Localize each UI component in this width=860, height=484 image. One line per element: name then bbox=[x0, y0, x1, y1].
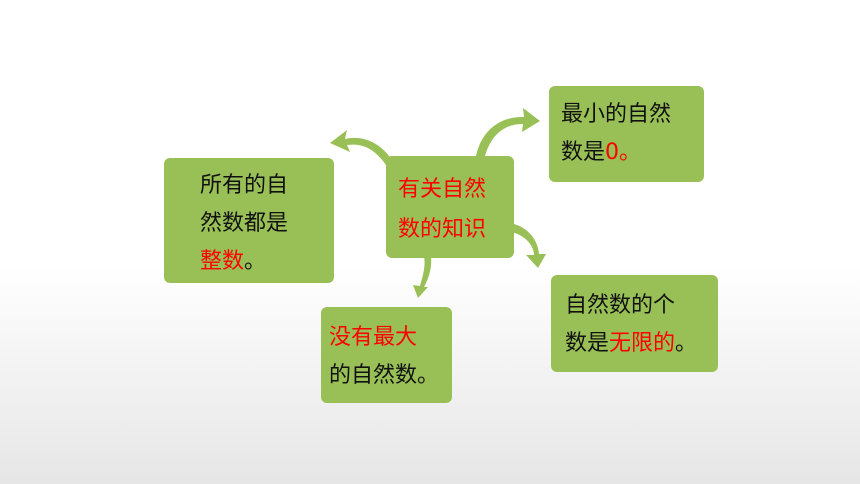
left-box-line3: 整数。 bbox=[200, 243, 334, 281]
right-box-line1: 自然数的个 bbox=[565, 293, 676, 318]
left-box-highlight: 整数 bbox=[200, 249, 245, 274]
bottom-box-line2: 的自然数。 bbox=[329, 363, 440, 388]
top-right-box-period: 。 bbox=[619, 140, 642, 165]
center-topic-box: 有关自然 数的知识 bbox=[386, 156, 514, 258]
right-box: 自然数的个 数是无限的。 bbox=[551, 275, 718, 372]
right-box-period: 。 bbox=[675, 331, 698, 356]
left-box-line1: 所有的自 bbox=[200, 173, 289, 198]
left-box-period: 。 bbox=[244, 249, 267, 274]
center-topic-line1: 有关自然 bbox=[398, 177, 487, 202]
bottom-box-line1: 没有最大 bbox=[329, 325, 418, 350]
arrow-to-left-box bbox=[330, 130, 392, 165]
center-topic-line2: 数的知识 bbox=[398, 217, 487, 242]
top-right-box-line2: 数是0。 bbox=[561, 134, 704, 172]
top-right-box-highlight: 0 bbox=[605, 140, 620, 165]
right-box-line2: 数是无限的。 bbox=[565, 325, 718, 363]
right-box-line2-start: 数是 bbox=[565, 331, 610, 356]
top-right-box-line2-start: 数是 bbox=[561, 140, 606, 165]
bottom-box: 没有最大 的自然数。 bbox=[321, 307, 452, 403]
arrow-to-right-box bbox=[512, 224, 546, 268]
arrow-to-top-right-box bbox=[476, 108, 540, 160]
arrow-to-bottom-box bbox=[413, 256, 432, 298]
left-box: 所有的自 然数都是 整数。 bbox=[164, 158, 334, 283]
top-right-box: 最小的自然 数是0。 bbox=[549, 86, 704, 182]
right-box-highlight: 无限的 bbox=[609, 331, 676, 356]
left-box-line2: 然数都是 bbox=[200, 211, 289, 236]
top-right-box-line1: 最小的自然 bbox=[561, 102, 672, 127]
